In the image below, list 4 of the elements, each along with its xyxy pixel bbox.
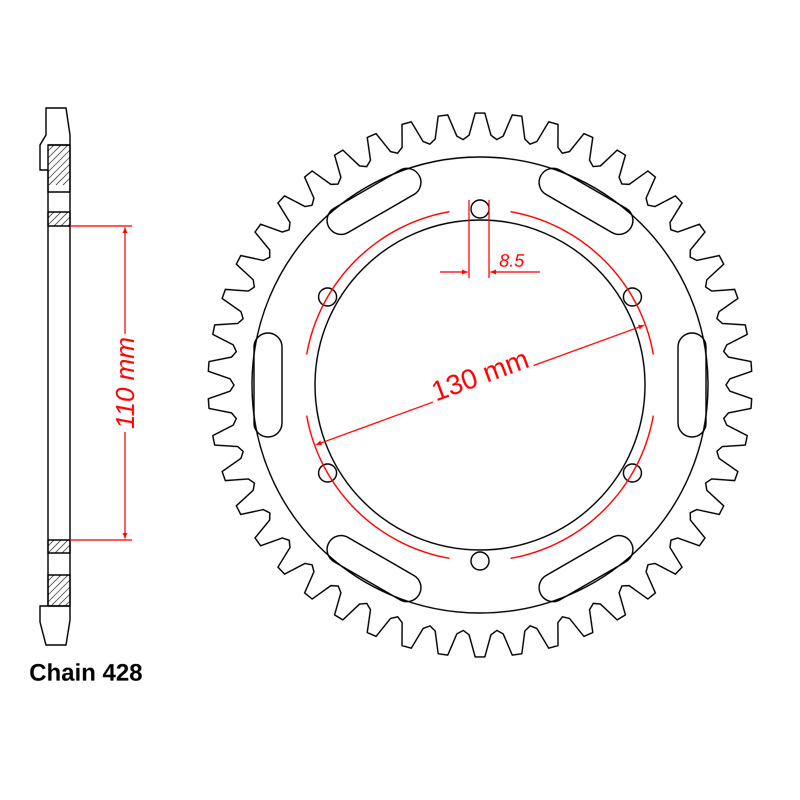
dimension-label: 110 mm bbox=[116, 338, 134, 428]
dimension-label: 8.5 bbox=[500, 254, 524, 267]
chain-size-label: Chain 428 bbox=[30, 663, 142, 681]
dimension-label: 130 mm bbox=[432, 354, 529, 401]
